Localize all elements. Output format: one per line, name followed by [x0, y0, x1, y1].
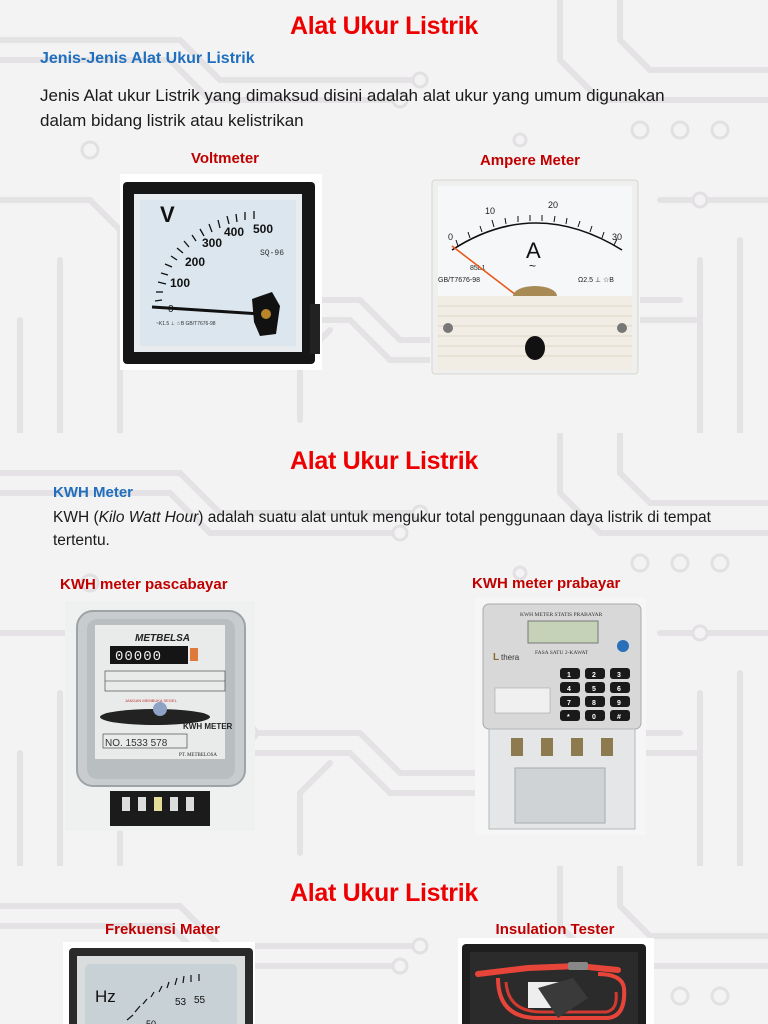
svg-text:A: A	[526, 238, 541, 263]
svg-text:KWH METER: KWH METER	[183, 722, 233, 731]
slide-title: Alat Ukur Listrik	[289, 879, 478, 907]
svg-text:00000: 00000	[115, 649, 162, 665]
svg-text:50: 50	[146, 1019, 156, 1024]
svg-text:10: 10	[485, 206, 495, 216]
svg-text:0: 0	[448, 232, 453, 242]
svg-text:FASA SATU 2-KAWAT: FASA SATU 2-KAWAT	[535, 650, 589, 656]
body-prefix: KWH (	[53, 509, 99, 526]
voltmeter-label: Voltmeter	[190, 150, 260, 167]
svg-text:6: 6	[617, 686, 621, 693]
prepaid-kwh-meter-image: KWH METER STATIS PRABAYAR FASA SATU 2-KA…	[475, 598, 646, 835]
slide-kwh-meter: Alat Ukur Listrik KWH Meter KWH (Kilo Wa…	[0, 433, 768, 866]
slide-body-text: KWH (Kilo Watt Hour) adalah suatu alat u…	[53, 506, 713, 552]
svg-text:L: L	[493, 652, 499, 663]
body-italic-term: Kilo Watt Hour	[98, 509, 199, 526]
svg-text:400: 400	[224, 225, 244, 239]
slide-subtitle: Jenis-Jenis Alat Ukur Listrik	[40, 50, 255, 67]
svg-text:Hz: Hz	[95, 987, 116, 1006]
slide-title: Alat Ukur Listrik	[289, 12, 478, 40]
svg-text:V: V	[160, 202, 175, 227]
frequency-meter-label: Frekuensi Mater	[104, 921, 221, 938]
svg-text:~K1.5 ⊥ ☆B GB/T7676-98: ~K1.5 ⊥ ☆B GB/T7676-98	[156, 321, 216, 327]
insulation-tester-image	[458, 938, 654, 1024]
svg-text:3: 3	[617, 672, 621, 679]
svg-text:7: 7	[567, 700, 571, 707]
svg-text:500: 500	[253, 222, 273, 236]
voltmeter-image: V 100 200 300 400 500 SQ-96 0 ~K1.5 ⊥ ☆B…	[120, 174, 322, 370]
body-suffix: ) adalah suatu alat untuk mengukur total…	[53, 509, 711, 549]
svg-text:*: *	[567, 714, 570, 721]
svg-text:30: 30	[612, 232, 622, 242]
svg-text:#: #	[617, 714, 621, 721]
svg-text:KWH METER STATIS PRABAYAR: KWH METER STATIS PRABAYAR	[520, 612, 603, 618]
svg-text:PT. METBELOSA: PT. METBELOSA	[179, 753, 217, 758]
insulation-tester-label: Insulation Tester	[495, 921, 615, 938]
prepaid-kwh-label: KWH meter prabayar	[472, 575, 621, 592]
frequency-meter-image: Hz 50 53 55	[63, 942, 255, 1024]
svg-text:53: 53	[175, 997, 187, 1008]
svg-text:55: 55	[194, 995, 206, 1006]
slide-jenis-alat-ukur: Alat Ukur Listrik Jenis-Jenis Alat Ukur …	[0, 0, 768, 433]
svg-text:5: 5	[592, 686, 596, 693]
svg-text:JANGAN MEMBUKA SEGEL: JANGAN MEMBUKA SEGEL	[125, 698, 178, 703]
svg-text:8: 8	[592, 700, 596, 707]
slide-subtitle: KWH Meter	[53, 484, 134, 501]
ampere-meter-image: 0 10 20 30 A ~ GB/T7676-98 85L1 Ω2.5 ⊥ ☆…	[430, 178, 640, 376]
svg-text:2: 2	[592, 672, 596, 679]
svg-text:0: 0	[592, 714, 596, 721]
svg-text:METBELSA: METBELSA	[135, 633, 190, 644]
svg-text:SQ-96: SQ-96	[260, 249, 284, 258]
svg-text:thera: thera	[501, 653, 520, 662]
svg-text:300: 300	[202, 236, 222, 250]
svg-text:Ω2.5 ⊥ ☆B: Ω2.5 ⊥ ☆B	[578, 276, 614, 284]
svg-text:9: 9	[617, 700, 621, 707]
svg-text:200: 200	[185, 255, 205, 269]
ampere-meter-label: Ampere Meter	[479, 152, 581, 169]
slide-body-text: Jenis Alat ukur Listrik yang dimaksud di…	[40, 86, 665, 130]
svg-text:20: 20	[548, 200, 558, 210]
slide-frekuensi-insulation: Alat Ukur Listrik Frekuensi Mater Hz 50 …	[0, 866, 768, 1024]
postpaid-kwh-meter-image: METBELSA 00000 JANGAN MEMBUKA SEGEL KWH …	[65, 601, 255, 831]
svg-text:NO. 1533 578: NO. 1533 578	[105, 738, 168, 749]
svg-text:4: 4	[567, 686, 571, 693]
postpaid-kwh-label: KWH meter pascabayar	[60, 576, 228, 593]
svg-text:100: 100	[170, 276, 190, 290]
slide-title: Alat Ukur Listrik	[289, 447, 478, 475]
svg-text:1: 1	[567, 672, 571, 679]
svg-text:GB/T7676-98: GB/T7676-98	[438, 277, 480, 284]
svg-text:~: ~	[529, 259, 536, 273]
svg-text:85L1: 85L1	[470, 265, 486, 272]
